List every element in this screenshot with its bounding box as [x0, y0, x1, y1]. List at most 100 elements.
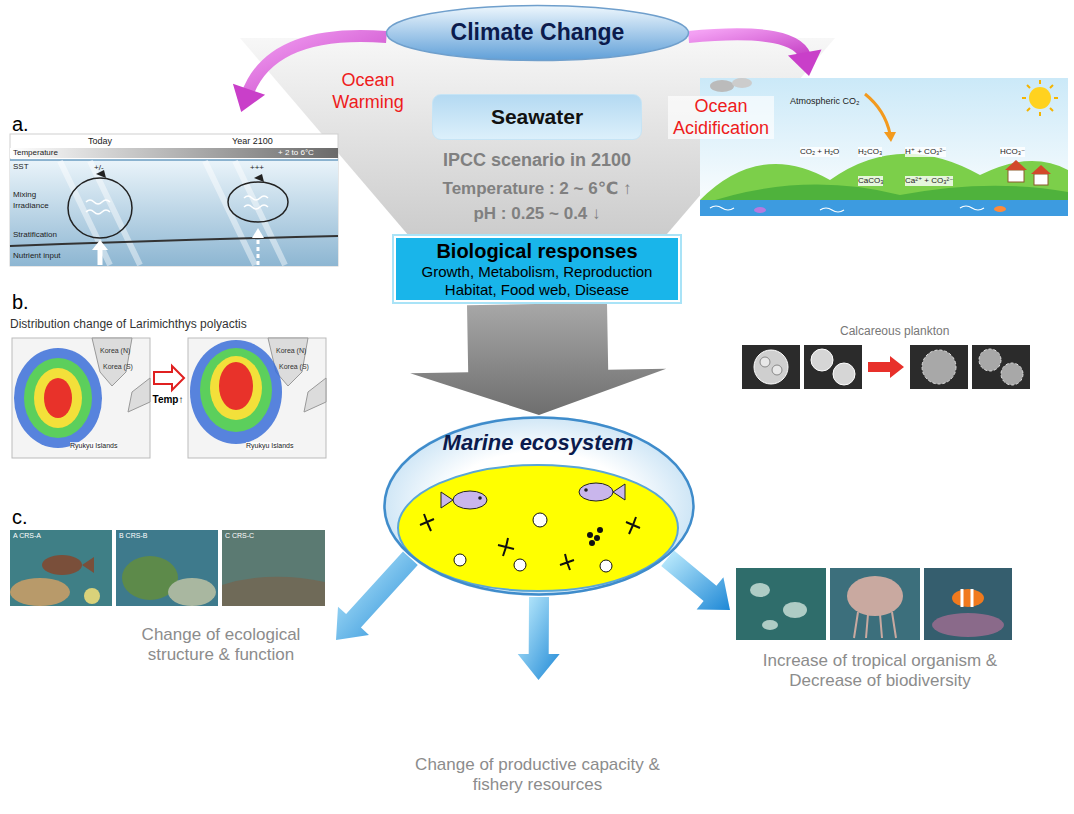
acidification-illustration-part	[1029, 87, 1051, 109]
distribution-map-part	[154, 366, 184, 390]
box-title: Biological responses	[436, 239, 637, 263]
tropical-photos-part	[750, 583, 770, 597]
ocean-warming-illustration-part	[228, 182, 288, 222]
ocean-warming-illustration-part	[86, 200, 110, 214]
acidification-illustration-part	[1022, 80, 1058, 116]
figure-panel: a.	[6, 112, 342, 268]
marine-ecosystem-illustration-part	[453, 491, 487, 509]
reef-photos-part	[222, 577, 325, 606]
figure-panel: b.Distribution change of Larimichthys po…	[6, 290, 336, 462]
plankton-micrographs-part	[922, 350, 956, 384]
acidification-illustration-part	[884, 132, 896, 142]
formula-label: Ca²⁺ + CO₃²⁻	[905, 176, 953, 186]
outcome-box: Change of productive capacity & fishery …	[400, 680, 677, 805]
acidification-illustration-part	[1034, 174, 1048, 185]
reef-photos	[10, 530, 325, 606]
reef-photos-part	[82, 557, 94, 573]
reef-photos-part	[116, 530, 218, 606]
plankton-micrographs	[742, 345, 1030, 389]
map-label: Korea (N)	[100, 347, 130, 355]
scenario-heading: IPCC scenario in 2100	[387, 150, 687, 172]
block-arrow	[410, 303, 666, 415]
plankton-micrographs-part	[868, 356, 904, 378]
acidification-illustration-part	[1031, 165, 1051, 174]
figure-title: Distribution change of Larimichthys poly…	[10, 317, 247, 331]
acidification-illustration-part	[710, 80, 734, 92]
distribution-map-part	[190, 340, 282, 444]
tropical-photos-part	[847, 576, 903, 616]
marine-ecosystem-illustration	[383, 416, 693, 596]
flow-connector	[336, 552, 418, 641]
tropical-photos-part	[736, 568, 826, 640]
reef-photos-part	[222, 530, 325, 606]
figure-label: +++	[250, 163, 264, 173]
tropical-photos-part	[952, 589, 984, 607]
tropical-photos-part	[932, 613, 1004, 637]
distribution-map-part	[188, 338, 326, 458]
map-label: Ryukyu Islands	[246, 442, 293, 450]
tropical-photos-part	[962, 589, 972, 607]
flow-connector	[661, 551, 730, 611]
arrow-label: Temp↑	[150, 394, 186, 406]
ocean-warming-illustration-part	[10, 159, 338, 161]
ocean-warming-illustration-part	[10, 148, 338, 158]
ocean-warming-illustration-part	[257, 238, 260, 265]
distribution-map-part	[24, 358, 92, 438]
outcome-caption: Increase of tropical organism & Decrease…	[730, 651, 1030, 692]
distribution-map	[12, 338, 326, 458]
arrow-head	[788, 49, 822, 76]
panel-letter: c.	[12, 505, 28, 529]
acidification-illustration-part	[700, 200, 1068, 216]
formula-label: CaCO₃	[858, 176, 883, 186]
block-arrow	[336, 552, 418, 641]
edge-label: Ocean Warming	[326, 70, 410, 113]
marine-ecosystem-illustration-part	[514, 559, 526, 571]
map-label: Korea (N)	[276, 347, 306, 355]
tropical-photos-part	[762, 620, 778, 630]
scenario-value: pH : 0.25 ~ 0.4 ↓	[387, 204, 687, 224]
ocean-warming-illustration-part	[98, 249, 103, 265]
box-title: Seawater	[491, 104, 583, 129]
ecosystem-ellipse: Marine ecosystem	[382, 415, 696, 597]
tropical-photos-part	[830, 568, 920, 640]
distribution-map-part	[12, 338, 150, 458]
plankton-micrographs-part	[1001, 363, 1023, 385]
outcome-caption: Change of ecological structure & functio…	[116, 625, 326, 666]
plankton-micrographs-part	[972, 345, 1030, 389]
reef-photos-part	[10, 530, 112, 606]
ocean-warming-illustration-part	[10, 236, 338, 246]
marine-ecosystem-illustration-part	[584, 488, 588, 492]
marine-ecosystem-illustration-part	[454, 554, 466, 566]
figure-title: Calcareous plankton	[840, 324, 949, 338]
formula-label: CO₂ + H₂O	[800, 147, 839, 157]
marine-ecosystem-illustration-part	[587, 532, 593, 538]
flow-connector	[410, 303, 666, 415]
plankton-micrographs-part	[811, 349, 833, 371]
plankton-micrographs-part	[742, 345, 800, 389]
marine-ecosystem-illustration-part	[613, 484, 625, 500]
acidification-illustration-part	[754, 207, 766, 213]
tropical-photos	[736, 568, 1012, 640]
ocean-warming-illustration-part	[252, 228, 264, 238]
photo-label: B CRS-B	[119, 532, 147, 540]
response-box: Biological responsesGrowth, Metabolism, …	[392, 234, 682, 304]
distribution-map-part	[14, 348, 102, 448]
reef-photos-part	[10, 578, 70, 606]
panel-letter: a.	[12, 112, 29, 136]
distribution-map-part	[128, 378, 150, 412]
marine-ecosystem-illustration-part	[589, 540, 595, 546]
arrow-head	[233, 84, 265, 112]
plankton-micrographs-part	[979, 349, 1001, 371]
map-label: Korea (S)	[279, 363, 309, 371]
plankton-micrographs-part	[910, 345, 968, 389]
figure-label: SST	[13, 162, 29, 172]
edge-label: Ocean Acidification	[668, 96, 774, 139]
ocean-warming-illustration-part	[10, 160, 338, 266]
formula-label: H⁺ + CO₃²⁻	[905, 147, 946, 157]
acidification-illustration-part	[865, 94, 890, 134]
tropical-photos-part	[924, 568, 1012, 640]
marine-ecosystem-illustration-part	[600, 560, 612, 572]
medium-box: Seawater	[432, 94, 642, 140]
distribution-map-part	[304, 378, 326, 412]
